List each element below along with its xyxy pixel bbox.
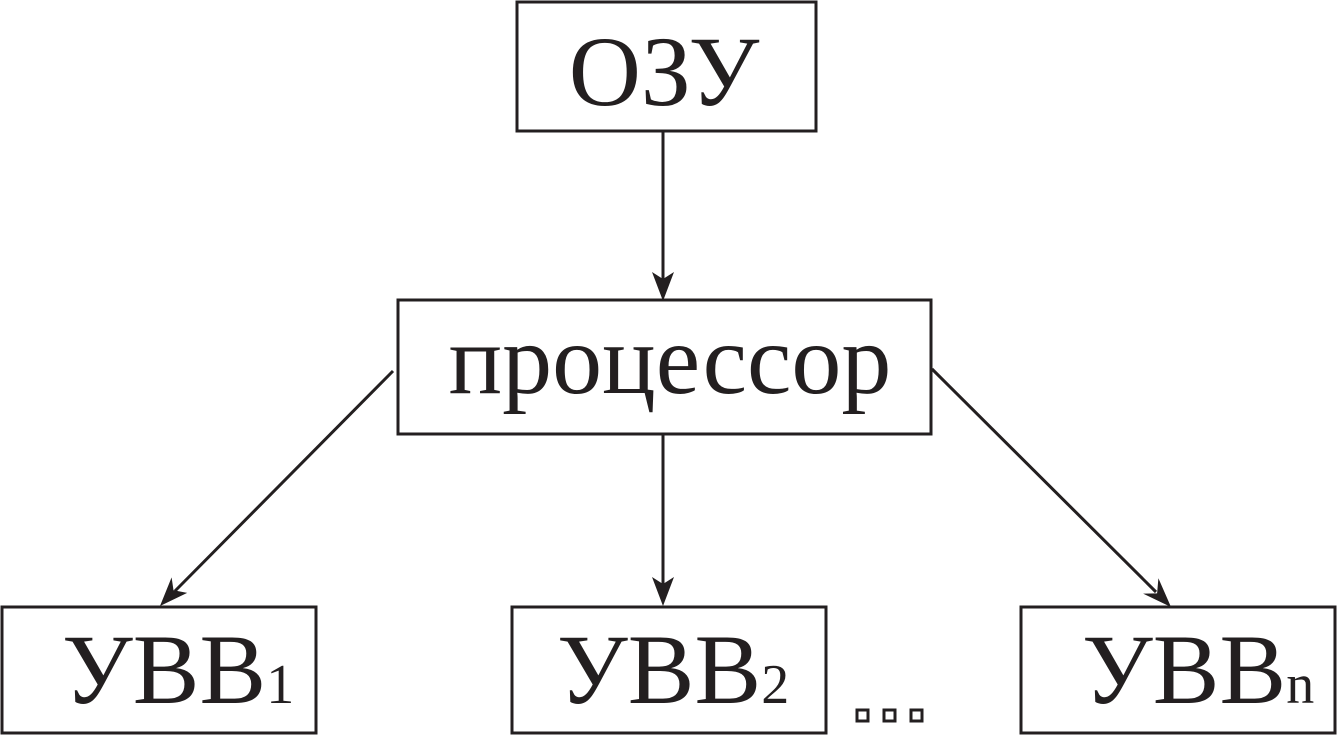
ellipsis-dot-1: [855, 708, 870, 723]
node-io2: УВВ2: [510, 605, 828, 735]
node-ion-box: [1019, 605, 1337, 735]
node-ion-label: УВВn: [1082, 614, 1314, 725]
ellipsis-text: ...: [874, 710, 882, 721]
node-cpu-box: [396, 298, 933, 436]
node-io2-box: [510, 605, 828, 735]
edge-cpu-to-io2: [652, 435, 674, 606]
node-ion-subscript: n: [1286, 654, 1314, 716]
node-ram: ОЗУ: [515, 0, 818, 133]
ellipsis-dot-2: [882, 708, 897, 723]
node-cpu-label: процессор: [449, 304, 892, 415]
node-io1: УВВ1: [0, 605, 318, 735]
node-io2-subscript: 2: [761, 654, 789, 716]
node-io1-subscript: 1: [266, 654, 294, 716]
node-ram-label: ОЗУ: [569, 16, 760, 127]
edge-cpu-to-io1: [160, 369, 395, 606]
node-ion-name: УВВ: [1082, 614, 1286, 725]
ellipsis-dot-3: [909, 708, 924, 723]
node-cpu: процессор: [396, 298, 933, 436]
node-io2-label: УВВ2: [557, 614, 789, 725]
node-ram-box: [515, 0, 818, 133]
node-io1-label: УВВ1: [62, 614, 294, 725]
edge-ram-to-cpu: [652, 131, 674, 301]
ellipsis: ...: [855, 708, 924, 723]
node-io1-name: УВВ: [62, 614, 266, 725]
edge-cpu-to-ion: [930, 367, 1171, 607]
edges: [160, 131, 1171, 607]
node-io1-box: [0, 605, 318, 735]
node-io2-name: УВВ: [557, 614, 761, 725]
node-ion: УВВn: [1019, 605, 1337, 735]
